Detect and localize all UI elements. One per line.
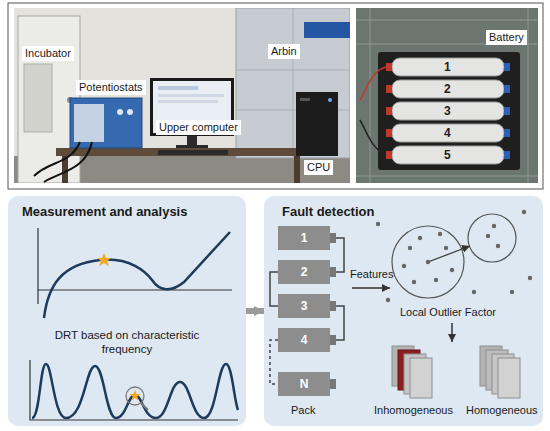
cell-box: 4 <box>278 328 330 352</box>
panel-ground <box>8 196 246 426</box>
cell-label: 2 <box>301 265 308 279</box>
series-wire <box>270 340 278 384</box>
cell-box: N <box>278 372 330 396</box>
arrow-label: Features <box>350 268 393 281</box>
equipment-label: Upper computer <box>156 120 241 135</box>
cell-box: 1 <box>278 226 330 250</box>
cell-label: 4 <box>301 333 308 347</box>
equipment-label: CPU <box>304 160 333 175</box>
result-label: Homogeneous <box>466 404 538 417</box>
cell-label: 3 <box>301 299 308 313</box>
cell-label: 1 <box>301 231 308 245</box>
lab-photo <box>14 8 350 183</box>
equipment-label: Battery <box>486 30 527 45</box>
equipment-label: Arbin <box>268 44 300 59</box>
stage-arrow <box>246 308 264 314</box>
cell-number: 3 <box>444 104 451 118</box>
equipment-label: Incubator <box>22 46 74 61</box>
cell-box: 2 <box>278 260 330 284</box>
cell-number: 4 <box>444 126 451 140</box>
series-wire <box>270 272 278 306</box>
panel-heading: Fault detection <box>282 204 374 220</box>
impedance-plot <box>38 228 232 318</box>
group-label: Pack <box>291 404 315 417</box>
cell-number: 1 <box>444 60 451 74</box>
photo-frame <box>8 3 543 189</box>
cell-label: N <box>300 377 309 391</box>
method-label: Local Outlier Factor <box>400 306 496 319</box>
plot-caption: DRT based on characteristic frequency <box>42 328 212 356</box>
cell-number: 5 <box>444 148 451 162</box>
result-label: Inhomogeneous <box>374 404 453 417</box>
drt-plot <box>30 360 238 420</box>
battery-photo <box>356 8 538 183</box>
lof-illustration <box>352 210 532 398</box>
equipment-label: Potentiostats <box>76 80 146 95</box>
cell-box: 3 <box>278 294 330 318</box>
panel-ground <box>264 196 543 426</box>
stage-panel: Measurement and analysisDRT based on cha… <box>8 196 246 426</box>
cell-number: 2 <box>444 82 451 96</box>
panel-heading: Measurement and analysis <box>22 204 187 220</box>
